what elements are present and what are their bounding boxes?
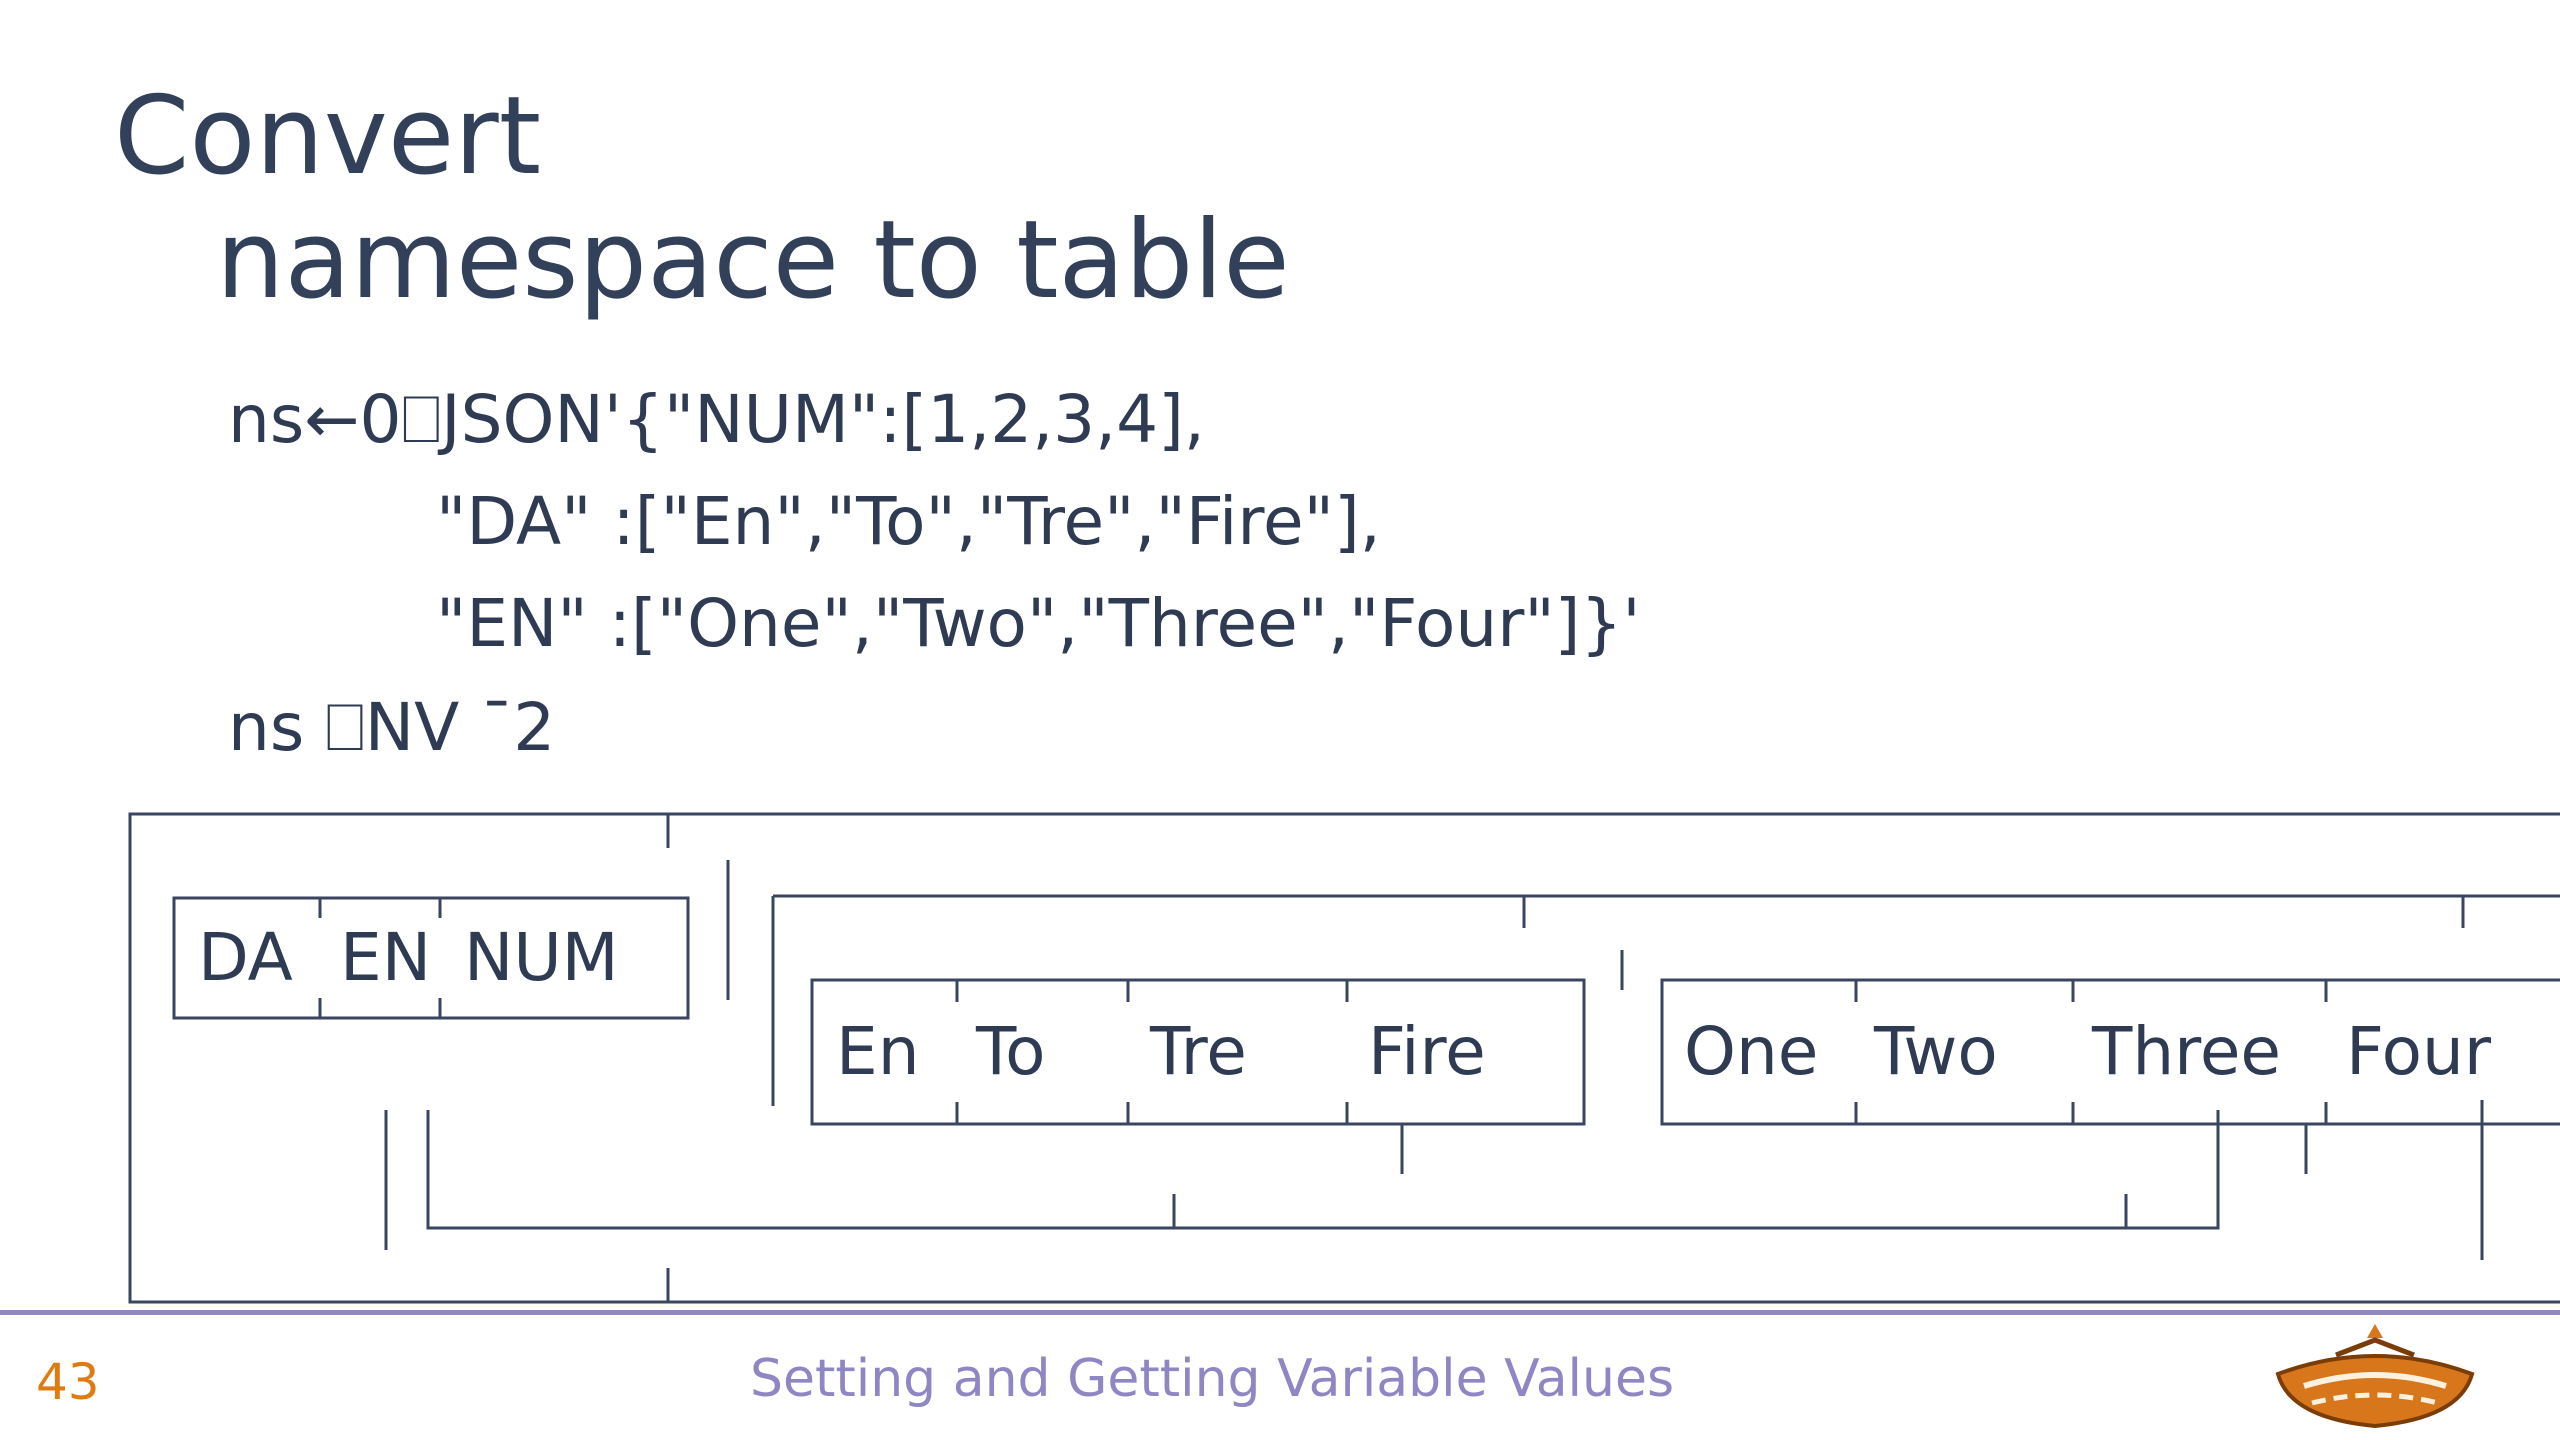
- name-cell: EN: [340, 919, 432, 996]
- code-line-json-assign: ns←0⎕JSON'{"NUM":[1,2,3,4],: [228, 381, 1205, 458]
- da-value-cell: To: [976, 1013, 1046, 1090]
- footer-title: Setting and Getting Variable Values: [750, 1349, 1675, 1409]
- names-box: [172, 896, 690, 1020]
- name-cell: NUM: [464, 919, 619, 996]
- values-frame-top: [771, 894, 2560, 1106]
- title-line-2: namespace to table: [216, 198, 1290, 323]
- boxed-output-display: DA EN NUM En To Tre Fire One Two Three F…: [128, 800, 2560, 1310]
- en-value-cell: Four: [2346, 1013, 2491, 1090]
- en-value-cell: One: [1684, 1013, 1819, 1090]
- en-dividers: [1854, 980, 2328, 1124]
- da-value-cell: Tre: [1150, 1013, 1247, 1090]
- code-line-nv: ns ⎕NV ¯2: [228, 689, 556, 766]
- lower-frame: [384, 1110, 2220, 1250]
- name-cell: DA: [198, 919, 293, 996]
- page-number: 43: [36, 1353, 100, 1411]
- names-dividers: [318, 898, 442, 1018]
- slide-title: Convert namespace to table: [114, 75, 1290, 323]
- footer-divider: [0, 1310, 2560, 1315]
- en-value-cell: Two: [1874, 1013, 1998, 1090]
- code-line-en: "EN" :["One","Two","Three","Four"]}': [436, 585, 1641, 662]
- dyalog-viking-ship-logo-icon: [2275, 1324, 2475, 1429]
- en-value-cell: Three: [2092, 1013, 2282, 1090]
- title-line-1: Convert: [114, 74, 542, 199]
- en-values-box: [1660, 978, 2560, 1126]
- da-value-cell: En: [836, 1013, 920, 1090]
- da-dividers: [955, 980, 1349, 1124]
- box-drawing-frame: [128, 812, 2560, 1304]
- lower-ticks: [1172, 1100, 2484, 1260]
- da-values-box: [810, 978, 1586, 1126]
- code-line-da: "DA" :["En","To","Tre","Fire"],: [436, 483, 1381, 560]
- inner-connectors: [1400, 950, 2308, 1174]
- da-value-cell: Fire: [1368, 1013, 1486, 1090]
- outer-box: [128, 812, 2560, 1304]
